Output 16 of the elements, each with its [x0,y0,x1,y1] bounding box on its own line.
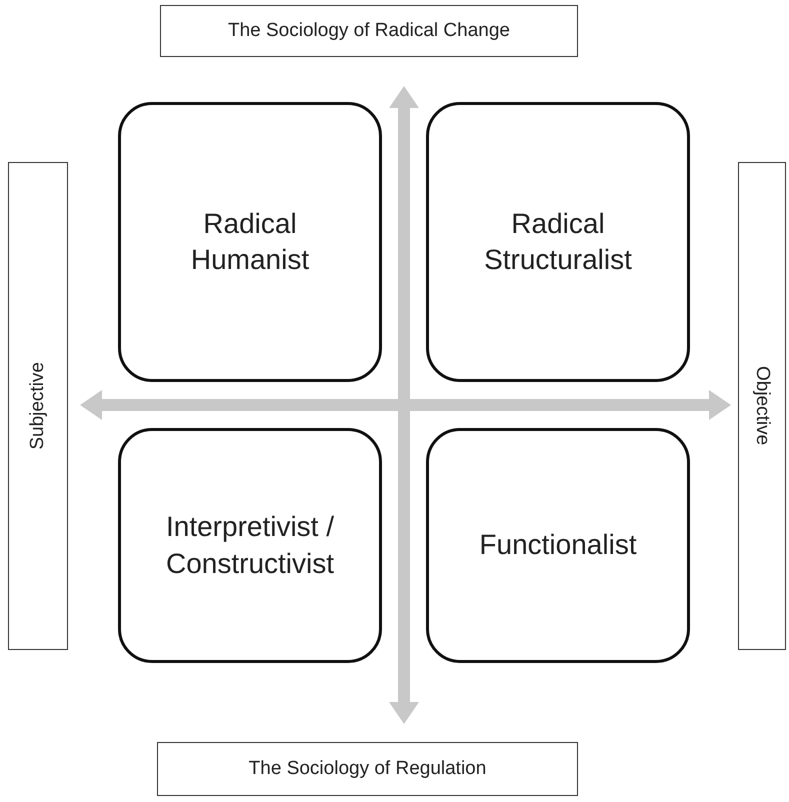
quadrant-label: Functionalist [479,528,637,562]
quadrant-box [118,428,382,663]
side-label: Objective [751,366,773,446]
side-label-box [8,162,68,650]
quadrant-label: Interpretivist / Constructivist [164,510,336,580]
heading-text: The Sociology of Radical Change [228,20,510,42]
quadrant-label: Radical Structuralist [483,206,633,277]
quadrant-box [118,102,382,382]
heading-box [160,5,578,57]
side-label-box [738,162,786,650]
heading-box [157,742,578,796]
quadrant-label: Radical Humanist [190,206,310,277]
heading-text: The Sociology of Regulation [248,758,486,780]
side-label: Subjective [27,362,49,450]
quadrant-box [426,102,690,382]
quadrant-box [426,428,690,663]
